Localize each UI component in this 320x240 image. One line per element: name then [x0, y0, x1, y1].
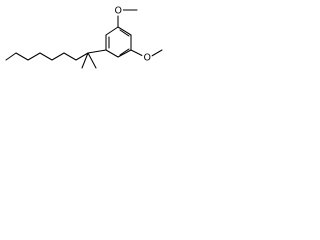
- bond-ring-5: [105, 26, 119, 36]
- bond-ring-4: [117, 26, 132, 36]
- bond-quaternary-methyl-2: [87, 52, 97, 69]
- bond-chain-7: [75, 52, 89, 61]
- bond-chain-5: [51, 52, 65, 61]
- bond-chain-3: [27, 52, 41, 61]
- chemical-structure-diagram: O O: [0, 0, 177, 84]
- oxygen-label-bg-top: [113, 5, 123, 15]
- bond-bottom-o-to-methyl: [149, 49, 163, 58]
- bond-quaternary-to-ring: [87, 49, 107, 54]
- oxygen-label-top: O: [115, 6, 122, 17]
- bond-ring-2: [117, 49, 132, 58]
- molecule-drawing: O O: [5, 5, 163, 69]
- bond-chain-2: [15, 52, 29, 61]
- oxygen-label-bg-bottom: [142, 52, 152, 62]
- oxygen-label-bottom: O: [144, 53, 151, 64]
- bond-ring-1: [105, 49, 119, 58]
- bond-quaternary-methyl-1: [81, 52, 89, 69]
- bond-ring-inner-3: [119, 29, 130, 37]
- bond-chain-1: [5, 52, 17, 61]
- bond-ring-inner-2: [119, 48, 130, 56]
- bond-chain-4: [39, 52, 53, 61]
- bond-chain-6: [63, 52, 77, 61]
